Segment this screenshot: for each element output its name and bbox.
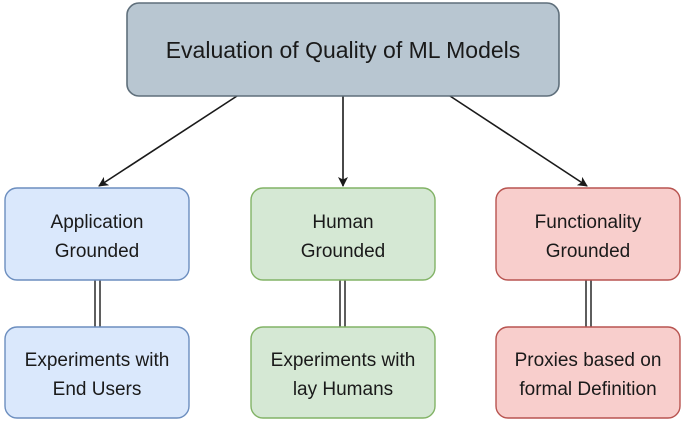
category-label-line-2: Grounded: [55, 241, 140, 262]
category-label-line-1: Application: [51, 212, 144, 233]
arrow-to-application: [98, 95, 238, 187]
category-node-functionality: Functionality Grounded: [495, 187, 681, 281]
connector-human: [339, 280, 346, 327]
category-label-line-1: Human: [312, 212, 373, 233]
method-label-line-2: End Users: [53, 379, 142, 400]
method-label-line-1: Experiments with: [271, 350, 416, 371]
category-node-human: Human Grounded: [250, 187, 436, 281]
method-node-functionality: Proxies based on formal Definition: [495, 326, 681, 419]
category-node-application: Application Grounded: [4, 187, 190, 281]
category-label-line-2: Grounded: [301, 241, 386, 262]
method-label-line-2: lay Humans: [293, 379, 393, 400]
method-label-line-2: formal Definition: [519, 379, 656, 400]
connector-application: [94, 280, 101, 327]
category-label-line-2: Grounded: [546, 241, 631, 262]
connector-functionality: [585, 280, 592, 327]
method-node-human: Experiments with lay Humans: [250, 326, 436, 419]
arrow-to-functionality: [449, 95, 588, 187]
category-label-line-1: Functionality: [535, 212, 642, 233]
method-label-line-1: Proxies based on: [515, 350, 662, 371]
title-node: Evaluation of Quality of ML Models: [126, 2, 560, 97]
method-node-application: Experiments with End Users: [4, 326, 190, 419]
method-label-line-1: Experiments with: [25, 350, 170, 371]
title-text: Evaluation of Quality of ML Models: [166, 37, 521, 63]
